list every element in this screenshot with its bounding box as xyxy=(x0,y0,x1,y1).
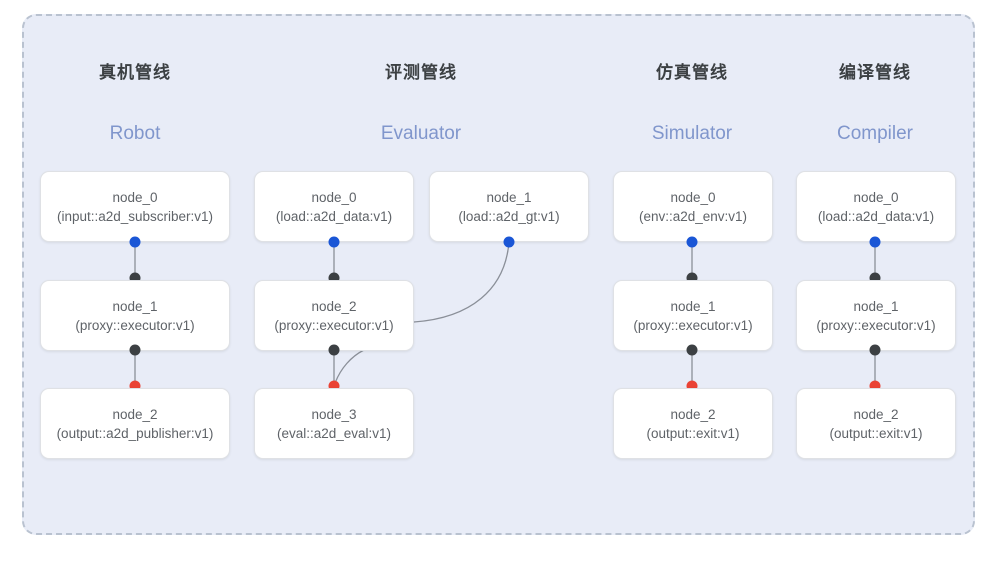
node-type: (output::a2d_publisher:v1) xyxy=(56,425,214,441)
node-id: node_0 xyxy=(670,189,716,205)
port-output-black[interactable] xyxy=(328,344,340,356)
port-output-black[interactable] xyxy=(686,344,698,356)
node-card[interactable]: node_0 (load::a2d_data:v1) xyxy=(254,171,414,242)
port-output-blue[interactable] xyxy=(328,236,340,248)
node-id: node_1 xyxy=(486,189,532,205)
node-card[interactable]: node_0 (input::a2d_subscriber:v1) xyxy=(40,171,230,242)
node-type: (proxy::executor:v1) xyxy=(274,317,394,333)
node-type: (load::a2d_data:v1) xyxy=(275,208,393,224)
port-output-blue[interactable] xyxy=(869,236,881,248)
port-output-blue[interactable] xyxy=(503,236,515,248)
node-type: (input::a2d_subscriber:v1) xyxy=(56,208,214,224)
port-input-black[interactable] xyxy=(129,272,141,284)
port-input-black[interactable] xyxy=(686,272,698,284)
port-output-blue[interactable] xyxy=(129,236,141,248)
node-type: (load::a2d_gt:v1) xyxy=(458,208,560,224)
node-card[interactable]: node_2 (output::a2d_publisher:v1) xyxy=(40,388,230,459)
node-card[interactable]: node_1 (proxy::executor:v1) xyxy=(613,280,773,351)
port-input-black[interactable] xyxy=(869,272,881,284)
node-card[interactable]: node_1 (load::a2d_gt:v1) xyxy=(429,171,589,242)
port-input-red[interactable] xyxy=(686,380,698,392)
node-id: node_2 xyxy=(112,406,158,422)
node-type: (proxy::executor:v1) xyxy=(816,317,936,333)
port-output-black[interactable] xyxy=(129,344,141,356)
node-id: node_2 xyxy=(670,406,716,422)
port-output-black[interactable] xyxy=(869,344,881,356)
node-type: (proxy::executor:v1) xyxy=(75,317,195,333)
port-input-red[interactable] xyxy=(869,380,881,392)
node-card[interactable]: node_2 (proxy::executor:v1) xyxy=(254,280,414,351)
node-type: (env::a2d_env:v1) xyxy=(638,208,748,224)
node-type: (proxy::executor:v1) xyxy=(633,317,753,333)
node-card[interactable]: node_0 (env::a2d_env:v1) xyxy=(613,171,773,242)
node-id: node_0 xyxy=(311,189,357,205)
node-type: (load::a2d_data:v1) xyxy=(817,208,935,224)
port-input-red[interactable] xyxy=(129,380,141,392)
node-card[interactable]: node_2 (output::exit:v1) xyxy=(796,388,956,459)
node-id: node_0 xyxy=(112,189,158,205)
port-input-red[interactable] xyxy=(328,380,340,392)
node-card[interactable]: node_1 (proxy::executor:v1) xyxy=(40,280,230,351)
node-id: node_2 xyxy=(853,406,899,422)
node-card[interactable]: node_3 (eval::a2d_eval:v1) xyxy=(254,388,414,459)
port-output-blue[interactable] xyxy=(686,236,698,248)
node-card[interactable]: node_0 (load::a2d_data:v1) xyxy=(796,171,956,242)
node-id: node_1 xyxy=(670,298,716,314)
node-card[interactable]: node_1 (proxy::executor:v1) xyxy=(796,280,956,351)
node-id: node_1 xyxy=(112,298,158,314)
node-type: (output::exit:v1) xyxy=(646,425,740,441)
node-id: node_2 xyxy=(311,298,357,314)
node-type: (eval::a2d_eval:v1) xyxy=(276,425,392,441)
node-card[interactable]: node_2 (output::exit:v1) xyxy=(613,388,773,459)
node-type: (output::exit:v1) xyxy=(829,425,923,441)
node-id: node_1 xyxy=(853,298,899,314)
node-id: node_3 xyxy=(311,406,357,422)
port-input-black[interactable] xyxy=(328,272,340,284)
node-id: node_0 xyxy=(853,189,899,205)
